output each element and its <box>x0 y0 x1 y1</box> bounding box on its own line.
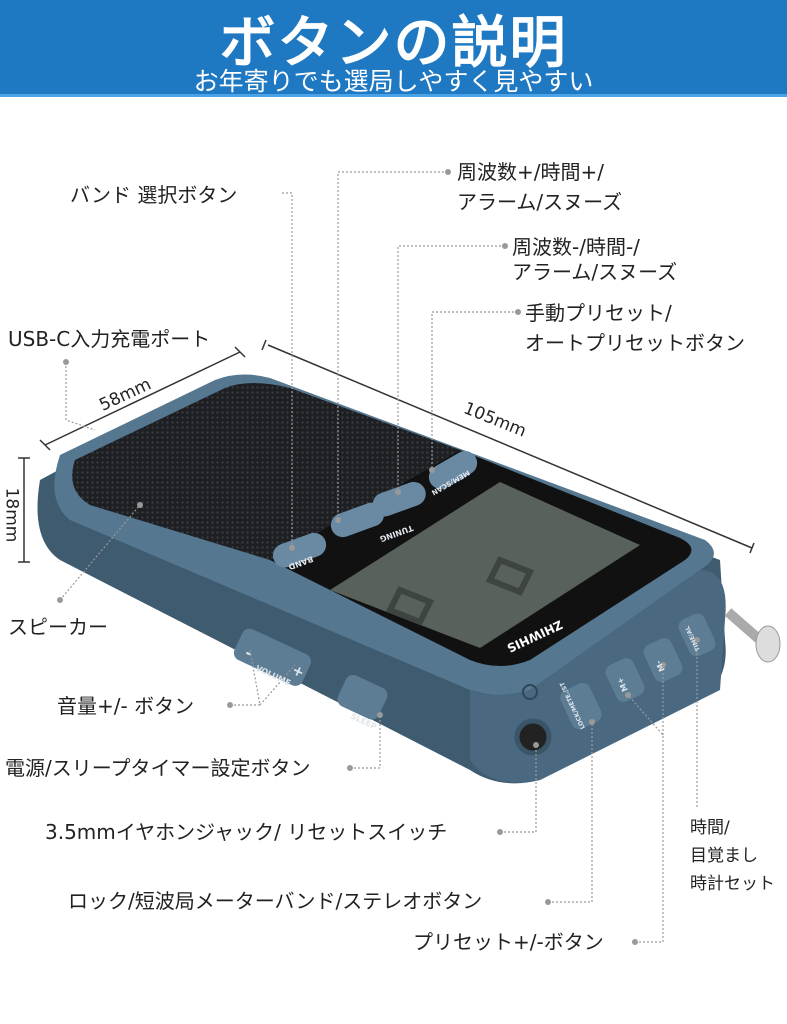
label-preset-2: オートプリセットボタン <box>525 331 745 355</box>
label-tune-down-2: アラーム/スヌーズ <box>512 260 678 284</box>
usb-port-indicator <box>522 684 538 700</box>
sleep-button <box>337 674 388 720</box>
label-tune-up-2: アラーム/スヌーズ <box>457 190 623 214</box>
header-banner: ボタンの説明 お年寄りでも選局しやすく見やすい <box>0 0 787 97</box>
label-tune-up-1: 周波数+/時間+/ <box>457 160 604 184</box>
tuning-up-button <box>372 481 426 517</box>
label-lock-button: ロック/短波局メーターバンド/ステレオボタン <box>68 889 483 913</box>
label-volume: 音量+/- ボタン <box>57 694 195 718</box>
lock-button <box>560 682 602 730</box>
m-plus-button <box>605 658 645 702</box>
lcd-digits <box>385 556 535 626</box>
label-power-sleep: 電源/スリープタイマー設定ボタン <box>5 756 311 780</box>
label-speaker: スピーカー <box>8 615 108 639</box>
antenna <box>724 608 764 644</box>
label-band-button: バンド 選択ボタン <box>70 183 238 207</box>
label-time-2: 目覚まし <box>690 846 758 866</box>
page-title: ボタンの説明 <box>219 11 568 76</box>
m-minus-button <box>643 638 683 682</box>
leader-lines <box>59 171 698 943</box>
label-preset-1: 手動プリセット/ <box>525 301 672 325</box>
label-time-1: 時間/ <box>690 818 730 838</box>
page-subtitle: お年寄りでも選局しやすく見やすい <box>193 67 594 96</box>
label-preset-plus-minus: プリセット+/-ボタン <box>413 930 604 954</box>
speaker-grille <box>72 383 461 560</box>
label-usb-port: USB-C入力充電ポート <box>8 327 211 351</box>
antenna-knob-icon <box>755 625 781 663</box>
earphone-jack <box>514 718 552 756</box>
height-dimension: 18mm <box>1 487 22 543</box>
band-button <box>272 532 327 568</box>
time-al-button <box>678 613 716 657</box>
dimension-lines <box>18 339 755 563</box>
mem-scan-button <box>428 451 478 489</box>
label-tune-down-1: 周波数-/時間-/ <box>512 235 640 259</box>
label-time-3: 時計セット <box>690 874 775 894</box>
volume-button <box>233 628 311 686</box>
label-earphone-jack: 3.5mmイヤホンジャック/ リセットスイッチ <box>45 820 448 844</box>
lcd-display <box>330 482 640 648</box>
m-minus-label: M- <box>654 659 667 673</box>
tuning-down-button <box>330 502 385 538</box>
